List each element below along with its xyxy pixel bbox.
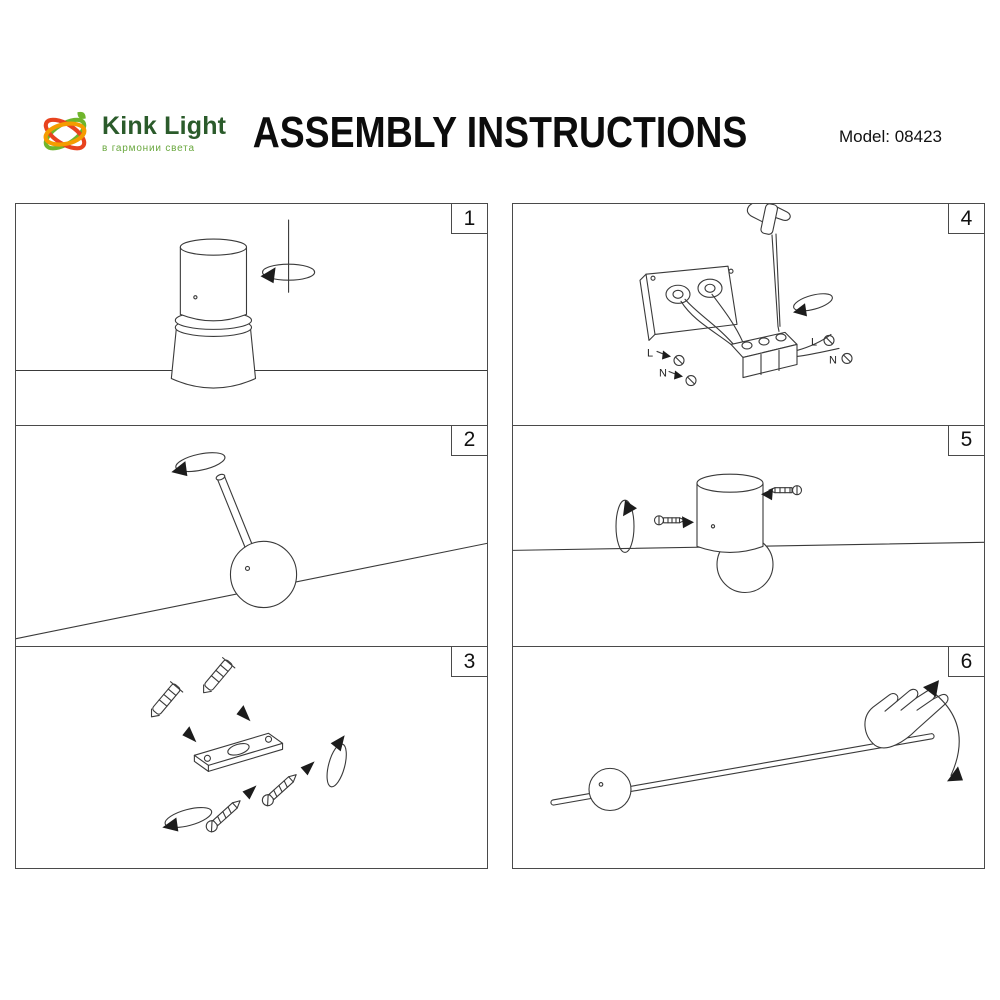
screw <box>768 484 803 495</box>
step-1-illustration <box>16 219 487 389</box>
insert-arrow-icon <box>300 761 315 776</box>
step-6-number: 6 <box>948 647 984 678</box>
insert-arrow-icon <box>236 705 251 722</box>
step-1-number: 1 <box>451 204 487 234</box>
insert-arrow-icon <box>761 487 773 500</box>
rotate-arrow-icon <box>162 817 179 832</box>
wire-arrow-icon <box>662 350 671 360</box>
steps-column-left: 1 2 <box>15 203 488 870</box>
header: Kink Light в гармонии света ASSEMBLY INS… <box>0 0 1000 200</box>
step-6-panel: 6 <box>512 647 985 870</box>
step-3-number: 3 <box>451 647 487 678</box>
brand-tagline: в гармонии света <box>102 143 195 154</box>
lamp-rod <box>550 733 935 806</box>
screw <box>205 800 241 833</box>
hand <box>864 689 949 749</box>
rotate-arrow-icon <box>330 735 345 752</box>
rotate-arrow-icon <box>923 680 939 698</box>
step-2-illustration <box>16 451 487 639</box>
logo-text: Kink Light в гармонии света <box>102 112 226 154</box>
kink-light-logo: Kink Light в гармонии света <box>36 104 226 162</box>
wire-label-n-left: N <box>659 368 667 380</box>
steps-column-right: L N L N 4 <box>512 203 985 870</box>
model-number: Model: 08423 <box>838 127 942 146</box>
step-5-panel: 5 <box>512 425 985 648</box>
terminal-block <box>730 331 798 379</box>
lamp-joint <box>588 768 632 812</box>
step-2-panel: 2 <box>15 425 488 648</box>
page-title: ASSEMBLY INSTRUCTIONS <box>252 108 748 157</box>
wall-plate <box>639 265 738 341</box>
steps-grid: 1 2 <box>15 203 985 870</box>
wire-label-n-right: N <box>829 354 837 366</box>
step-5-illustration <box>513 473 984 593</box>
step-1-panel: 1 <box>15 203 488 426</box>
step-4-number: 4 <box>948 204 984 234</box>
rotate-arrow-icon <box>947 766 963 782</box>
step-6-illustration <box>550 680 963 812</box>
brand-name: Kink Light <box>102 112 227 140</box>
rotate-arrow-icon <box>623 499 637 516</box>
wire-label-l-right: L <box>811 336 817 348</box>
kink-light-logo-icon <box>43 111 87 151</box>
wire-label-l-left: L <box>647 347 653 359</box>
wire-arrow-icon <box>674 370 683 380</box>
step-5-number: 5 <box>948 425 984 456</box>
step-3-illustration <box>150 657 347 833</box>
logo-leaf <box>77 111 86 119</box>
rotate-arrow-icon <box>260 267 276 284</box>
mounting-bracket <box>193 733 284 773</box>
screw <box>653 514 686 526</box>
wall-anchor <box>203 657 236 694</box>
insert-arrow-icon <box>182 726 197 743</box>
screw <box>261 774 297 807</box>
insert-arrow-icon <box>682 515 694 528</box>
rotate-arrow-icon <box>171 460 188 476</box>
rotate-arrow-icon <box>793 303 807 317</box>
step-4-panel: L N L N 4 <box>512 203 985 426</box>
insert-arrow-icon <box>242 785 257 800</box>
step-2-number: 2 <box>451 425 487 456</box>
screwdriver <box>760 204 781 332</box>
step-3-panel: 3 <box>15 647 488 870</box>
wall-anchor <box>150 681 184 718</box>
step-4-illustration: L N L N <box>639 204 853 387</box>
